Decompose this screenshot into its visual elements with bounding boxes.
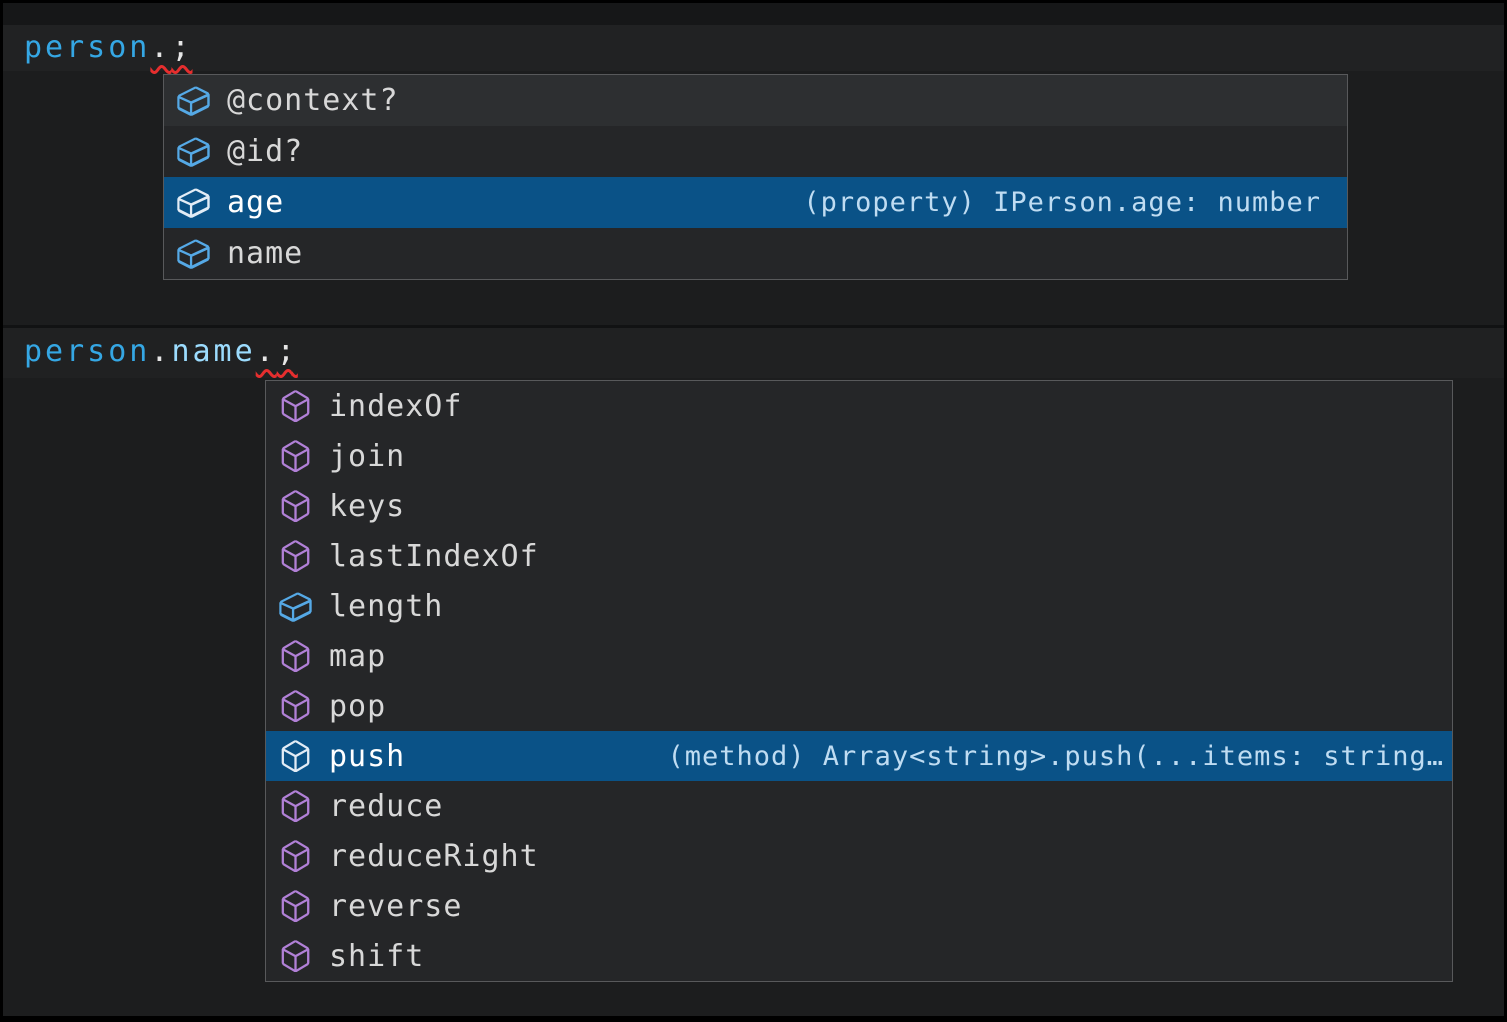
intellisense-popup-person: @context? @id? age (property) IPerson.age: … (163, 74, 1348, 280)
suggestion-item-reverse[interactable]: reverse (266, 881, 1452, 931)
symbol-method-icon (277, 888, 314, 925)
token-dot-error: . (150, 30, 172, 65)
symbol-method-icon (277, 438, 314, 475)
suggestion-label: indexOf (329, 388, 463, 424)
suggestion-label: reverse (329, 888, 463, 924)
symbol-method-icon (277, 638, 314, 675)
symbol-method-icon (277, 488, 314, 525)
symbol-field-icon (175, 133, 212, 170)
code-line-person[interactable]: person.; (24, 31, 193, 65)
token-variable-person: person (24, 334, 151, 369)
suggestion-item-reduce[interactable]: reduce (266, 781, 1452, 831)
suggestion-item-join[interactable]: join (266, 431, 1452, 481)
current-line-highlight-2 (3, 328, 1504, 378)
suggestion-item-keys[interactable]: keys (266, 481, 1452, 531)
symbol-field-icon (175, 184, 212, 221)
token-dot: . (150, 334, 172, 369)
suggestion-item-shift[interactable]: shift (266, 931, 1452, 981)
suggestion-label: @id? (227, 134, 304, 169)
suggestion-item-push[interactable]: push (method) Array<string>.push(...items… (266, 731, 1452, 781)
code-line-person-name[interactable]: person.name.; (24, 335, 298, 369)
suggestion-label: push (329, 738, 406, 774)
suggestion-item-age[interactable]: age (property) IPerson.age: number (164, 177, 1347, 228)
suggestion-item-name[interactable]: name (164, 228, 1347, 279)
intellisense-popup-person-name: indexOf join keys lastIndexOf length map pop pu… (265, 380, 1453, 982)
suggestion-label: pop (329, 688, 387, 724)
symbol-method-icon (277, 938, 314, 975)
suggestion-label: @context? (227, 83, 399, 118)
suggestion-label: length (329, 588, 444, 624)
symbol-method-icon (277, 738, 314, 775)
suggestion-item-context[interactable]: @context? (164, 75, 1347, 126)
current-line-highlight-1 (3, 25, 1504, 71)
editor-surface[interactable]: person.; person.name.; @context?@id?age(… (3, 3, 1504, 1016)
suggestion-label: age (227, 185, 285, 220)
suggestion-item-lastindexof[interactable]: lastIndexOf (266, 531, 1452, 581)
token-semicolon-error: ; (171, 30, 193, 65)
section-divider (3, 325, 1504, 328)
suggestion-label: reduceRight (329, 838, 539, 874)
suggestion-label: name (227, 236, 304, 271)
suggestion-label: lastIndexOf (329, 538, 539, 574)
symbol-method-icon (277, 788, 314, 825)
suggestion-detail: (method) Array<string>.push(...items: st… (667, 740, 1444, 772)
suggestion-item-pop[interactable]: pop (266, 681, 1452, 731)
suggestion-item-length[interactable]: length (266, 581, 1452, 631)
symbol-method-icon (277, 388, 314, 425)
suggestion-item-map[interactable]: map (266, 631, 1452, 681)
suggestion-item-indexof[interactable]: indexOf (266, 381, 1452, 431)
symbol-field-icon (175, 235, 212, 272)
token-property-name: name (171, 334, 256, 369)
token-dot-error: . (255, 334, 277, 369)
symbol-field-icon (277, 588, 314, 625)
suggestion-label: keys (329, 488, 406, 524)
token-variable-person: person (24, 30, 151, 65)
suggestion-label: shift (329, 938, 425, 974)
symbol-method-icon (277, 688, 314, 725)
suggestion-item-id[interactable]: @id? (164, 126, 1347, 177)
symbol-field-icon (175, 82, 212, 119)
editor-top-strip (3, 3, 1504, 25)
symbol-method-icon (277, 538, 314, 575)
suggestion-label: map (329, 638, 387, 674)
symbol-method-icon (277, 838, 314, 875)
suggestion-label: reduce (329, 788, 444, 824)
suggestion-detail: (property) IPerson.age: number (803, 187, 1321, 218)
suggestion-item-reduceright[interactable]: reduceRight (266, 831, 1452, 881)
token-semicolon-error: ; (276, 334, 298, 369)
suggestion-label: join (329, 438, 406, 474)
